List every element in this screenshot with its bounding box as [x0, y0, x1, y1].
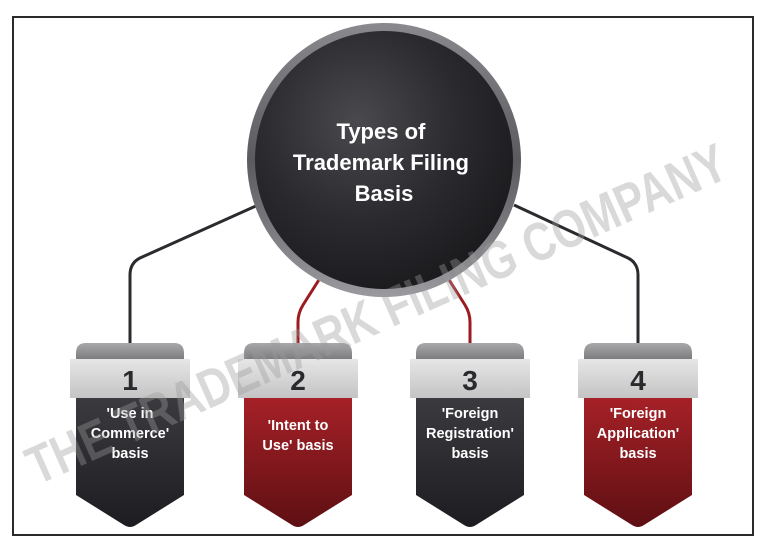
outer-frame	[12, 16, 754, 536]
item-cap	[584, 343, 692, 359]
item-label: 'Use in Commerce' basis	[91, 406, 169, 462]
connectors	[128, 203, 640, 350]
item-body	[76, 398, 184, 527]
center-title-line-2: Trademark Filing	[293, 150, 469, 175]
item-number: 2	[290, 365, 306, 396]
item-label-line: Application'	[597, 426, 679, 442]
center-title-line-3: Basis	[355, 181, 414, 206]
item-cap	[244, 343, 352, 359]
item-label-line: basis	[111, 446, 148, 462]
connector-1	[128, 203, 259, 350]
item-label-line: Commerce'	[91, 426, 169, 442]
item-label-line: basis	[451, 446, 488, 462]
center-hub: Types of Trademark Filing Basis	[247, 23, 521, 297]
filing-basis-item-1: 1 'Use in Commerce' basis	[70, 343, 190, 527]
center-title: Types of Trademark Filing Basis	[293, 119, 475, 206]
item-cap	[416, 343, 524, 359]
item-body	[584, 398, 692, 527]
connector-2	[296, 274, 324, 350]
item-body	[416, 398, 524, 527]
item-number-tab	[578, 359, 698, 398]
connector-4	[513, 203, 640, 350]
item-body	[244, 398, 352, 527]
filing-basis-item-2: 2 'Intent to Use' basis	[238, 343, 358, 527]
item-number: 3	[462, 365, 478, 396]
item-cap	[76, 343, 184, 359]
item-number-tab	[410, 359, 530, 398]
item-label-line: 'Foreign	[610, 406, 667, 422]
item-label-line: 'Intent to	[268, 418, 329, 434]
item-number: 1	[122, 365, 138, 396]
connector-3	[444, 274, 472, 350]
item-label-line: basis	[619, 446, 656, 462]
item-label-line: 'Use in	[107, 406, 154, 422]
item-label-line: Registration'	[426, 426, 514, 442]
item-label-line: Use' basis	[262, 438, 333, 454]
item-number-tab	[238, 359, 358, 398]
item-number-tab	[70, 359, 190, 398]
item-label-line: 'Foreign	[442, 406, 499, 422]
filing-basis-items: 1 'Use in Commerce' basis 2 'Intent to Use' ba…	[70, 343, 698, 527]
item-label: 'Intent to Use' basis	[262, 418, 333, 454]
center-title-line-1: Types of	[337, 119, 427, 144]
item-number: 4	[630, 365, 646, 396]
